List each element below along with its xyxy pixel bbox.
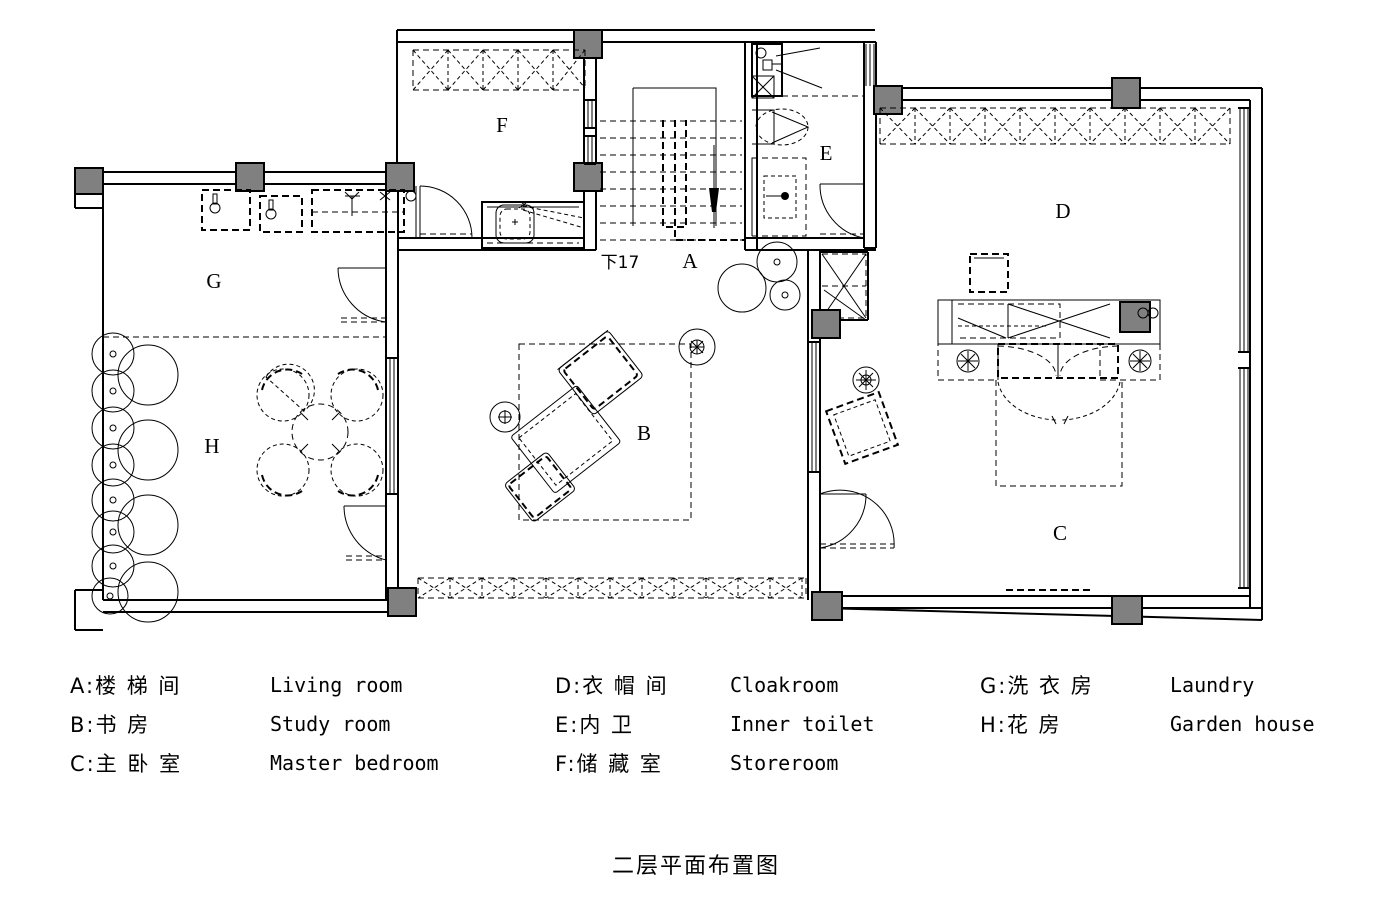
column <box>811 591 843 621</box>
windows <box>386 44 1250 589</box>
column <box>1111 77 1141 109</box>
room-label-D: D <box>1055 199 1070 223</box>
stair-direction-note: 下17 <box>601 253 640 273</box>
garden-table-chairs <box>256 363 384 497</box>
chair <box>330 368 384 422</box>
glazing-band-F <box>412 49 586 91</box>
room-label-H: H <box>204 434 219 458</box>
floor-plan-drawing: .w { stroke:#000; stroke-width:2; fill:n… <box>74 29 1263 631</box>
room-label-E: E <box>820 141 833 165</box>
room-label-B: B <box>637 421 651 445</box>
corridor-plants <box>717 241 801 313</box>
legend-en-B: Study room <box>270 711 391 736</box>
legend-en-A: Living room <box>270 672 403 697</box>
glazing-band-B-bottom <box>417 577 807 599</box>
legend-code-E: E:内 卫 <box>555 712 635 737</box>
legend-code-B: B:书 房 <box>70 712 151 737</box>
legend-en-D: Cloakroom <box>730 672 839 697</box>
inner-toilet-fixtures <box>751 43 864 237</box>
room-label-C: C <box>1053 521 1067 545</box>
legend-en-F: Storeroom <box>730 750 839 775</box>
legend-en-H: Garden house <box>1170 711 1315 736</box>
room-letter-labels: F E D A G B H C 下17 <box>204 113 1070 545</box>
exterior-walls <box>74 29 1263 631</box>
study-furniture <box>489 328 716 522</box>
room-label-G: G <box>206 269 221 293</box>
column <box>573 29 603 59</box>
legend-en-E: Inner toilet <box>730 711 875 736</box>
column <box>1111 595 1143 625</box>
corridor-side-table <box>824 366 900 466</box>
chair <box>256 363 315 422</box>
chair <box>330 443 384 497</box>
column <box>385 162 415 192</box>
doors <box>337 183 895 561</box>
legend-code-F: F:储 藏 室 <box>555 751 663 776</box>
column <box>573 162 603 192</box>
legend-en-G: Laundry <box>1170 672 1255 697</box>
storeroom-fixtures <box>481 201 585 249</box>
room-legend: A:楼 梯 间 Living room D:衣 帽 间 Cloakroom G:… <box>0 665 1392 795</box>
legend-en-C: Master bedroom <box>270 750 439 775</box>
column <box>873 85 903 115</box>
structural-columns <box>74 29 1143 625</box>
room-label-A: A <box>682 249 698 273</box>
column <box>811 309 841 339</box>
glazing-band-D <box>879 107 1231 145</box>
legend-code-A: A:楼 梯 间 <box>70 673 182 698</box>
staircase <box>600 87 745 241</box>
legend-code-H: H:花 房 <box>980 712 1062 737</box>
column <box>387 587 417 617</box>
legend-code-G: G:洗 衣 房 <box>980 673 1094 698</box>
column <box>235 162 265 192</box>
room-label-F: F <box>496 113 508 137</box>
column <box>74 167 104 195</box>
garden-plants <box>91 332 179 623</box>
master-bedroom-furniture <box>937 253 1161 591</box>
drawing-title: 二层平面布置图 <box>611 854 780 879</box>
chair <box>256 443 310 497</box>
legend-code-C: C:主 卧 室 <box>70 751 183 776</box>
laundry-appliances <box>201 189 405 233</box>
legend-code-D: D:衣 帽 间 <box>555 673 669 698</box>
